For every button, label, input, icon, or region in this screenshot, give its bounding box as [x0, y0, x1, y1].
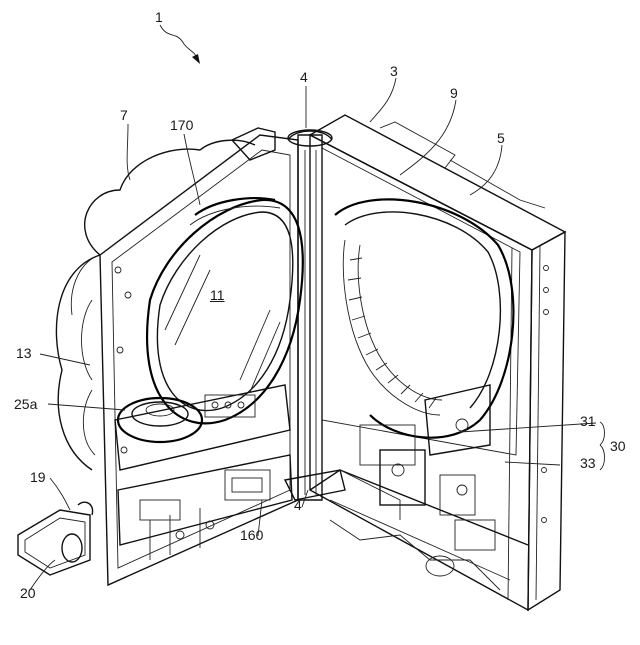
label-19: 19: [30, 470, 46, 484]
label-4-top: 4: [300, 70, 308, 84]
label-30: 30: [610, 439, 626, 453]
label-9: 9: [450, 86, 458, 100]
label-3: 3: [390, 64, 398, 78]
label-160: 160: [240, 528, 263, 542]
label-5: 5: [497, 131, 505, 145]
lower-mechanics: [118, 455, 292, 560]
label-13: 13: [16, 346, 32, 360]
cabinet-body: [310, 115, 565, 610]
assembly-arrowhead: [192, 54, 200, 64]
label-7: 7: [120, 108, 128, 122]
tray-assembly: [18, 502, 93, 575]
label-1: 1: [155, 10, 163, 24]
label-11: 11: [210, 288, 225, 302]
bottom-hinge: [285, 470, 345, 500]
dish-panel: [115, 385, 290, 470]
label-33: 33: [580, 456, 596, 470]
label-20: 20: [20, 586, 36, 600]
glass-window: [147, 198, 303, 423]
label-4-bottom: 4: [294, 498, 302, 512]
door-frame: [56, 128, 298, 585]
label-31: 31: [580, 414, 596, 428]
assembly-leader: [160, 25, 198, 60]
label-170: 170: [170, 118, 193, 132]
drum-opening: [335, 199, 513, 437]
label-25a: 25a: [14, 397, 37, 411]
